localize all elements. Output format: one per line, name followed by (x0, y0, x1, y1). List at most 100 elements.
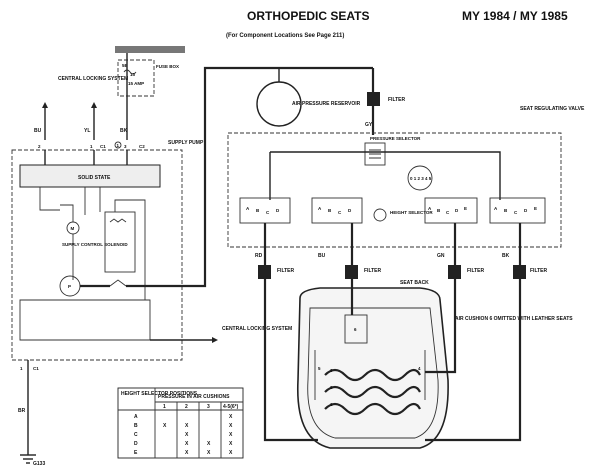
cushion-3-label: 3 (330, 368, 333, 373)
height-selector-knob (373, 208, 387, 222)
connector-c1-top: C1 (100, 144, 106, 149)
supply-pump-label: SUPPLY PUMP (168, 140, 204, 146)
air-cushion-6 (344, 314, 368, 344)
cushion-5-label: 5 (318, 366, 321, 371)
filter-gn (448, 265, 461, 279)
arrow-right-icon (212, 337, 218, 343)
pressure-selector-block (364, 142, 386, 166)
fuse-5b-label: 5B (122, 63, 129, 68)
wire-color-gn: GN (437, 253, 445, 259)
wire-color-br: BR (18, 408, 26, 414)
solid-state-label: SOLID STATE (78, 175, 111, 181)
filter-bu (345, 265, 358, 279)
air-pressure-reservoir (256, 81, 302, 127)
fuse-box-header-bar (115, 46, 185, 53)
wire-color-bu-left: BU (34, 128, 42, 134)
table-cell-mark: X (163, 423, 167, 429)
wire-color-bk-valve: BK (502, 253, 510, 259)
seat-inner-outline (307, 307, 439, 439)
wire-color-bk-top: BK (120, 128, 128, 134)
valve2-port-c: C (338, 210, 342, 215)
table-header-left: HEIGHT SELECTOR POSITIONS (121, 391, 198, 397)
filter-label-bu: FILTER (364, 268, 382, 274)
table-cell-mark: X (229, 414, 233, 420)
valve2-port-b: B (328, 208, 332, 213)
fuse-number: 15 (130, 72, 136, 77)
table-cell-mark: X (185, 432, 189, 438)
table-row-position: A (134, 414, 138, 420)
solenoid-block (104, 211, 136, 273)
wire-color-rd: RD (255, 253, 263, 259)
filter-label-top: FILTER (388, 97, 406, 103)
table-col-1: 1 (163, 404, 166, 410)
arrow-up-icon (42, 102, 48, 108)
pump-label: P (68, 284, 71, 289)
air-line-main (126, 66, 373, 288)
air-line-rd-seat (263, 279, 318, 442)
pin-bottom: 1 (20, 366, 23, 371)
table-row-position: E (134, 450, 138, 456)
valve-unit-2 (311, 197, 363, 224)
valve3-port-c: C (446, 210, 450, 215)
circle-label-1: 1 (117, 143, 120, 148)
motor-label: M (71, 226, 75, 231)
valve2-port-d: D (348, 208, 352, 213)
cushion-2-label: 2 (330, 385, 333, 390)
pressure-selector-label: PRESSURE SELECTOR (370, 136, 421, 141)
valve-icon (109, 279, 127, 287)
internal-wire (60, 204, 74, 222)
valve-unit-4 (489, 197, 546, 224)
valve4-port-d: D (524, 208, 528, 213)
internal-wire (114, 199, 146, 300)
arrow-up-icon (91, 102, 97, 108)
table-row-position: B (134, 423, 138, 429)
air-cushion-3 (324, 368, 421, 382)
side-cushion-lines (314, 350, 426, 400)
seat-back-label: SEAT BACK (400, 280, 429, 286)
air-line-gn-seat (425, 279, 457, 374)
connector-c1-bottom: C1 (33, 366, 39, 371)
fuse-box-label: FUSE BOX (156, 64, 179, 69)
fuse-rating: 15 AMP (128, 81, 144, 86)
internal-frame (19, 299, 151, 341)
valve-unit-3 (424, 197, 478, 224)
table-cell-mark: X (229, 423, 233, 429)
valve1-port-b: B (256, 208, 260, 213)
filter-top (367, 92, 380, 106)
height-selector-label: HEIGHT SELECTOR (390, 210, 433, 215)
valve1-port-c: C (266, 210, 270, 215)
internal-wire (39, 187, 60, 211)
filter-rd (258, 265, 271, 279)
wire-color-gy: GY (365, 122, 373, 128)
fuse-box (117, 59, 155, 97)
solenoid-coil-icon (109, 218, 127, 223)
seat-regulating-valve-box (227, 132, 562, 248)
solid-state-module (19, 164, 161, 188)
table-row-position: D (134, 441, 138, 447)
table-cell-mark: X (207, 450, 211, 456)
air-line-bk-seat (425, 279, 522, 442)
table-col-3: 3 (207, 404, 210, 410)
air-cushion-2 (324, 385, 421, 399)
subtitle: (For Component Locations See Page 211) (226, 33, 344, 39)
fuse-element-icon (123, 69, 137, 75)
valve3-port-d: D (455, 208, 459, 213)
spring-icon (369, 149, 381, 159)
connector-c2: C2 (139, 144, 145, 149)
central-locking-bottom-label: CENTRAL LOCKING SYSTEM (222, 326, 292, 332)
model-year: MY 1984 / MY 1985 (462, 9, 568, 23)
filter-label-rd: FILTER (277, 268, 295, 274)
table-col-2: 2 (185, 404, 188, 410)
supply-control-solenoid-label: SUPPLY CONTROL SOLENOID (62, 242, 128, 247)
table-row-position: C (134, 432, 138, 438)
central-locking-top-label: CENTRAL LOCKING SYSTEM (58, 76, 128, 82)
seat-regulating-valve-label: SEAT REGULATING VALVE (520, 106, 585, 112)
ground-label: G133 (33, 461, 45, 467)
supply-pump-box (11, 149, 183, 361)
valve4-port-e: E (534, 206, 537, 211)
table-cell-mark: X (207, 441, 211, 447)
valve2-port-a: A (318, 206, 322, 211)
filter-label-bk: FILTER (530, 268, 548, 274)
